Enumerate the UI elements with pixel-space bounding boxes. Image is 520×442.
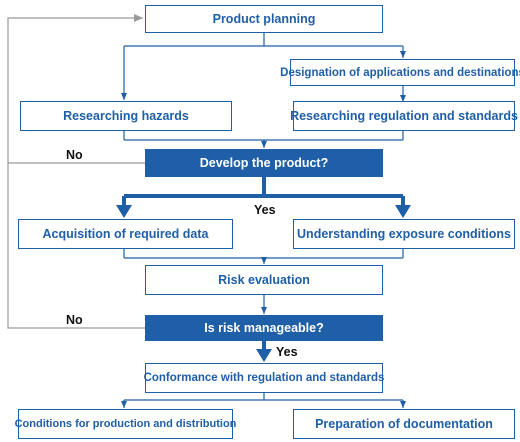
conformance-box: Conformance with regulation and standard… <box>144 363 384 393</box>
risk-evaluation-box: Risk evaluation <box>145 265 383 295</box>
connector-planning-split <box>121 32 406 100</box>
researching-hazards-box: Researching hazards <box>20 101 232 131</box>
connector-conformance-split <box>121 392 406 408</box>
yes-label-develop: Yes <box>254 203 276 217</box>
arrowhead-left-yes <box>116 205 132 218</box>
acquisition-box: Acquisition of required data <box>18 219 233 249</box>
arrowhead-right-yes <box>395 205 411 218</box>
arrowhead-risk-yes <box>256 349 272 362</box>
connector-develop-yes <box>122 176 405 206</box>
connector-data-merge <box>123 248 404 264</box>
connector-research-merge <box>123 130 404 148</box>
product-planning-box: Product planning <box>145 5 383 33</box>
risk-decision-box: Is risk manageable? <box>145 315 383 341</box>
researching-regulation-box: Researching regulation and standards <box>290 101 518 131</box>
feedback-develop-no <box>7 14 146 164</box>
no-label-develop: No <box>66 148 83 162</box>
documentation-box: Preparation of documentation <box>293 409 515 439</box>
develop-decision-box: Develop the product? <box>145 149 383 177</box>
yes-label-risk: Yes <box>276 345 298 359</box>
feedback-risk-no <box>7 163 146 329</box>
designation-box: Designation of applications and destinat… <box>280 59 520 86</box>
conditions-box: Conditions for production and distributi… <box>15 409 236 439</box>
no-label-risk: No <box>66 313 83 327</box>
understanding-box: Understanding exposure conditions <box>293 219 515 249</box>
